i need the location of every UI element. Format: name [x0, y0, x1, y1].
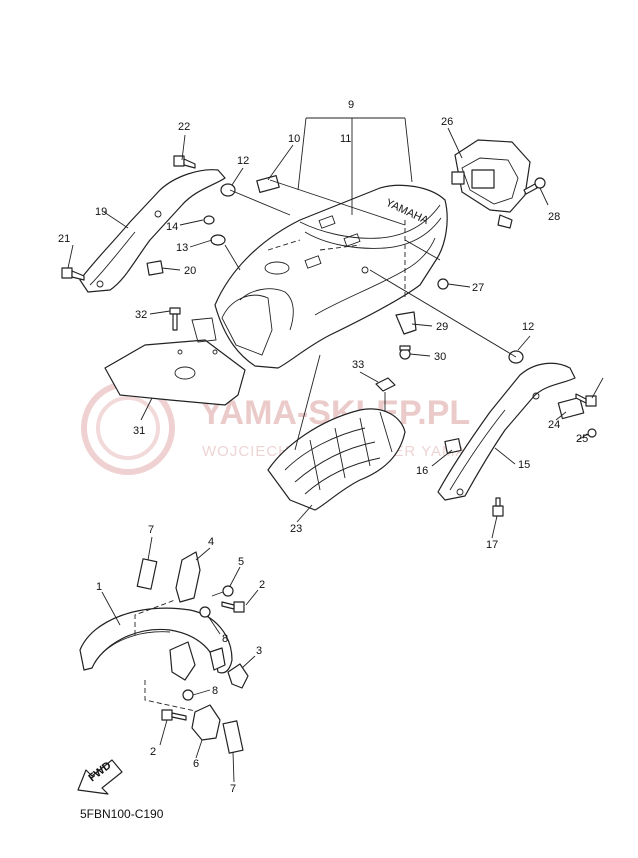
rear-fender: YAMAHA — [214, 184, 448, 369]
tail-light — [451, 139, 531, 229]
bolt-18-icon — [575, 393, 597, 407]
callout-24: 24 — [548, 419, 560, 431]
bracket-6-icon — [191, 704, 221, 741]
front-fender — [79, 599, 233, 713]
bolt-2-top-icon — [221, 601, 245, 613]
callout-21: 21 — [58, 233, 70, 245]
callout-12-left: 12 — [237, 155, 249, 167]
callout-17: 17 — [486, 539, 498, 551]
callout-3: 3 — [256, 645, 262, 657]
callout-2-top: 2 — [259, 579, 265, 591]
collar-12-left-icon — [220, 183, 236, 197]
grommet-13-icon — [210, 234, 226, 246]
callout-6: 6 — [193, 758, 199, 770]
bracket-4-icon — [175, 551, 201, 603]
nut-33-icon — [375, 377, 396, 412]
callout-13: 13 — [176, 242, 188, 254]
screw-5-icon — [211, 585, 234, 597]
callout-numbers: 9 10 11 22 12 26 28 19 14 13 21 20 27 32… — [58, 99, 588, 795]
bolt-17-icon — [492, 497, 504, 517]
leader-lines — [67, 117, 604, 783]
bolt-32-icon — [169, 307, 181, 331]
callout-8-top: 8 — [222, 633, 228, 645]
mud-flap — [104, 317, 246, 406]
nut-27-icon — [437, 278, 449, 290]
bracket-29-icon — [395, 311, 417, 335]
callout-15: 15 — [518, 459, 530, 471]
cover-3-icon — [227, 663, 249, 689]
callout-29: 29 — [436, 321, 448, 333]
screw-25-icon — [577, 428, 597, 441]
callout-27: 27 — [472, 282, 484, 294]
callout-30: 30 — [434, 351, 446, 363]
callout-26: 26 — [441, 116, 453, 128]
callout-8-bottom: 8 — [212, 685, 218, 697]
screw-30-icon — [399, 345, 411, 360]
callout-23: 23 — [290, 523, 302, 535]
callout-12-right: 12 — [522, 321, 534, 333]
callout-5: 5 — [238, 556, 244, 568]
label-10-icon — [256, 175, 280, 193]
nut-8-top-icon — [199, 606, 211, 618]
washer-14-icon — [203, 215, 215, 225]
callout-1: 1 — [96, 581, 102, 593]
callout-20: 20 — [184, 265, 196, 277]
callout-2-bottom: 2 — [150, 746, 156, 758]
reflector-7-bottom-icon — [222, 720, 244, 754]
inner-fender — [267, 408, 406, 511]
callout-33: 33 — [352, 359, 364, 371]
bolt-21-icon — [61, 267, 85, 281]
bolt-2-bottom-icon — [161, 709, 187, 721]
callout-32: 32 — [135, 309, 147, 321]
callout-19: 19 — [95, 206, 107, 218]
left-grab-bar — [79, 169, 226, 293]
callout-7-bottom: 7 — [230, 783, 236, 795]
right-grab-bar — [437, 362, 576, 501]
callout-14: 14 — [166, 221, 178, 233]
callout-11: 11 — [340, 133, 351, 145]
diagram-code: 5FBN100-C190 — [80, 807, 164, 821]
callout-9: 9 — [348, 99, 354, 111]
callout-16: 16 — [416, 465, 428, 477]
reflector-7-top-icon — [136, 558, 158, 590]
callout-31: 31 — [133, 425, 145, 437]
callout-28: 28 — [548, 211, 560, 223]
callout-10: 10 — [288, 133, 300, 145]
bolt-22-icon — [173, 155, 196, 169]
callout-22: 22 — [178, 121, 190, 133]
callout-4: 4 — [208, 536, 214, 548]
callout-25: 25 — [576, 433, 588, 445]
callout-7-top: 7 — [148, 524, 154, 536]
forward-arrow-icon: FWD — [77, 759, 123, 795]
nut-8-bottom-icon — [182, 689, 194, 701]
